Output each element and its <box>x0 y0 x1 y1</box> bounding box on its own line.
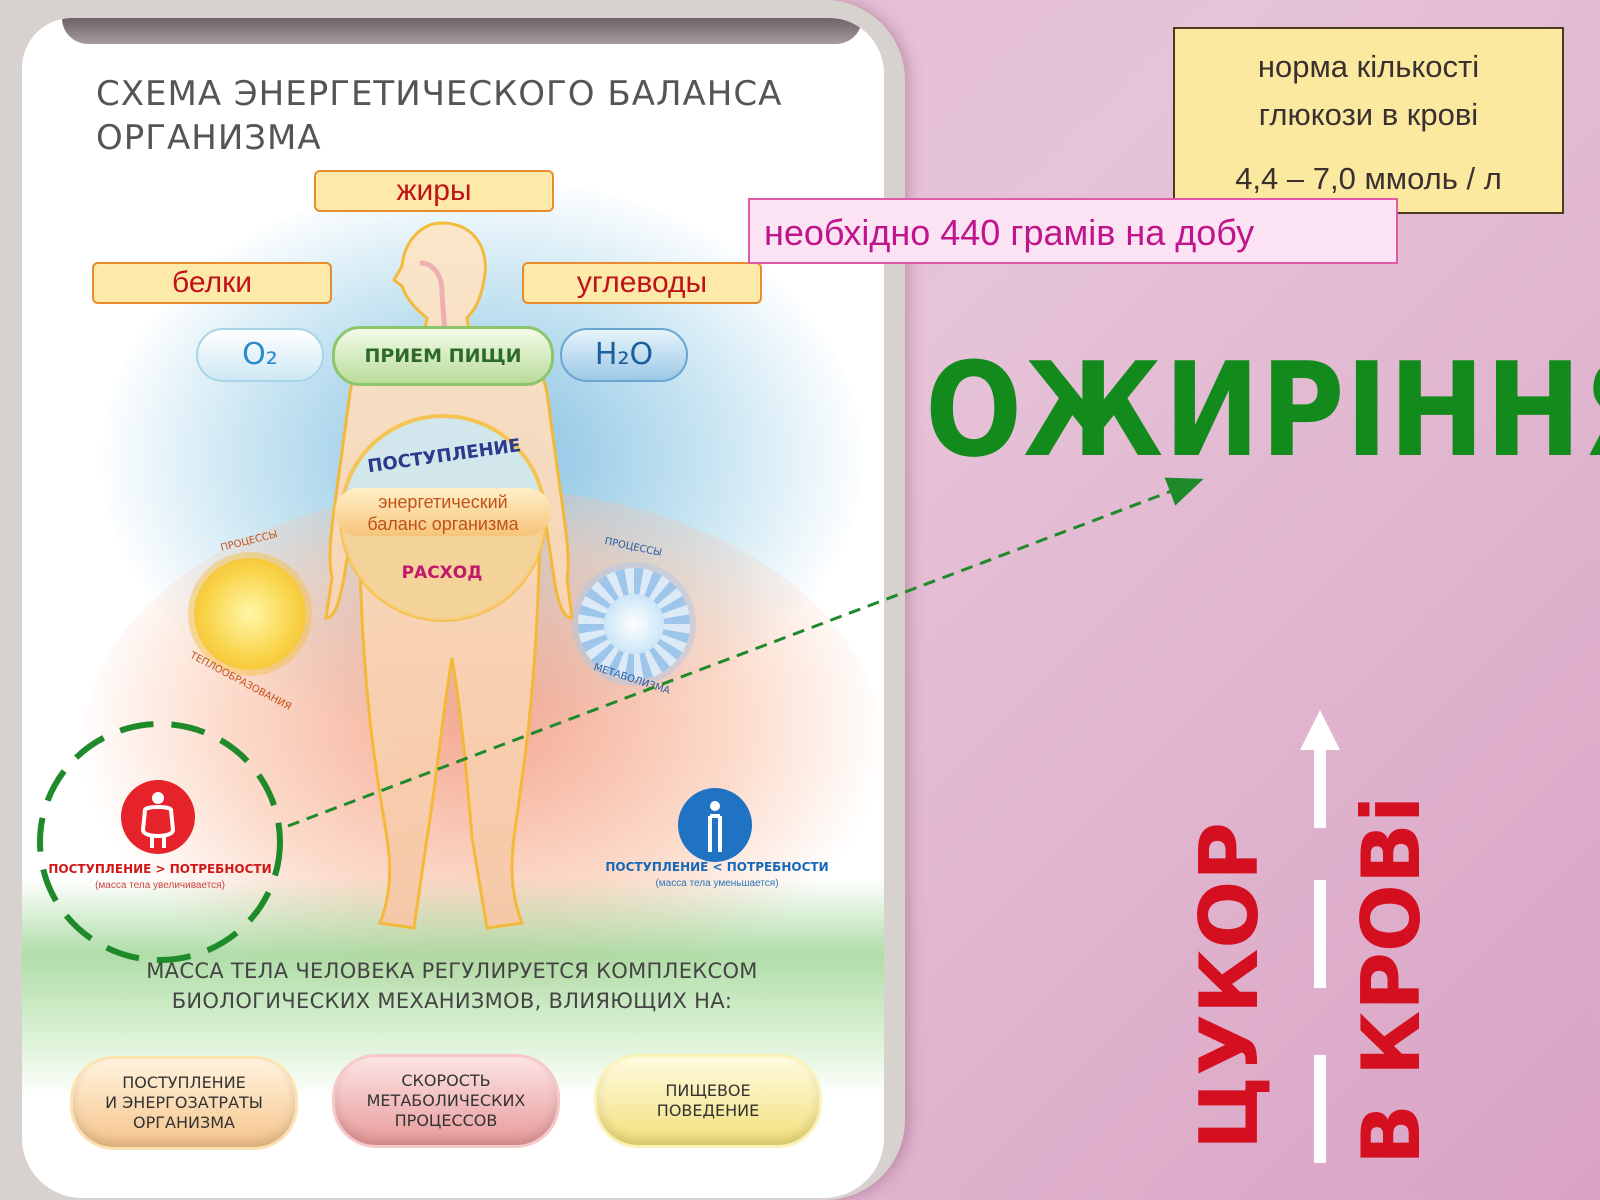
person-wide-icon <box>140 792 176 848</box>
mechanism-eating-behavior: ПИЩЕВОЕ ПОВЕДЕНИЕ <box>594 1054 822 1148</box>
sun-heat-icon <box>194 558 306 670</box>
energy-balance-badge: энергетический баланс организма <box>335 488 551 536</box>
energy-balance-line1: энергетический <box>378 492 508 512</box>
mechanism-metabolism-line1: СКОРОСТЬ <box>401 1071 491 1090</box>
glucose-norm-line2: глюкози в крові <box>1258 97 1479 132</box>
person-thin-icon <box>708 801 722 852</box>
mechanism-eating-line1: ПИЩЕВОЕ <box>665 1081 751 1100</box>
glucose-norm-range: 4,4 – 7,0 ммоль / л <box>1235 161 1502 196</box>
poster-title-line1: СХЕМА ЭНЕРГЕТИЧЕСКОГО БАЛАНСА <box>96 74 783 114</box>
mechanism-intake-line2: И ЭНЕРГОЗАТРАТЫ <box>105 1093 263 1112</box>
mechanism-intake: ПОСТУПЛЕНИЕ И ЭНЕРГОЗАТРАТЫ ОРГАНИЗМА <box>70 1056 298 1150</box>
metabolism-core-icon <box>604 594 664 654</box>
arrow-to-obesity <box>287 477 1204 828</box>
weight-gain-icon <box>121 780 195 854</box>
mechanism-intake-line3: ОРГАНИЗМА <box>133 1113 235 1132</box>
status-loss-label: ПОСТУПЛЕНИЕ < ПОТРЕБНОСТИ <box>605 860 829 874</box>
nutrient-proteins: белки <box>92 262 332 304</box>
weight-loss-icon <box>678 788 752 862</box>
expense-label: РАСХОД <box>401 563 483 583</box>
regulation-line1: МАССА ТЕЛА ЧЕЛОВЕКА РЕГУЛИРУЕТСЯ КОМПЛЕК… <box>146 959 758 983</box>
status-gain-sub-label: (масса тела увеличивается) <box>95 880 225 891</box>
up-arrow-icon <box>1300 710 1340 1163</box>
mechanism-eating-line2: ПОВЕДЕНИЕ <box>656 1101 760 1120</box>
poster-top-bar <box>62 18 862 44</box>
regulation-text: МАССА ТЕЛА ЧЕЛОВЕКА РЕГУЛИРУЕТСЯ КОМПЛЕК… <box>62 956 842 1016</box>
oxygen-badge: O₂ <box>196 328 324 382</box>
mechanism-intake-line1: ПОСТУПЛЕНИЕ <box>122 1073 246 1092</box>
food-intake-badge: ПРИЕМ ПИЩИ <box>332 326 554 386</box>
in-blood-vertical-label: В КРОВі <box>1345 795 1438 1165</box>
energy-balance-line2: баланс организма <box>367 514 519 534</box>
poster-title-line2: ОРГАНИЗМА <box>96 118 322 158</box>
mechanism-metabolism-line3: ПРОЦЕССОВ <box>394 1111 498 1130</box>
mechanism-metabolism-line2: МЕТАБОЛИЧЕСКИХ <box>366 1091 526 1110</box>
regulation-line2: БИОЛОГИЧЕСКИХ МЕХАНИЗМОВ, ВЛИЯЮЩИХ НА: <box>171 989 733 1013</box>
mechanism-metabolism: СКОРОСТЬ МЕТАБОЛИЧЕСКИХ ПРОЦЕССОВ <box>332 1054 560 1148</box>
obesity-heading: ОЖИРІННЯ <box>925 334 1600 486</box>
poster-content: СХЕМА ЭНЕРГЕТИЧЕСКОГО БАЛАНСА ОРГАНИЗМА … <box>22 18 884 1198</box>
daily-need-box: необхідно 440 грамів на добу <box>748 198 1398 264</box>
glucose-norm-line1: норма кількості <box>1257 49 1480 84</box>
human-body-figure <box>324 221 574 930</box>
sugar-vertical-label: ЦУКОР <box>1183 822 1276 1150</box>
glucose-norm-box: норма кількості глюкози в крові 4,4 – 7,… <box>1173 27 1564 214</box>
highlight-circle <box>37 721 283 963</box>
status-gain-label: ПОСТУПЛЕНИЕ > ПОТРЕБНОСТИ <box>48 862 272 876</box>
poster-panel: СХЕМА ЭНЕРГЕТИЧЕСКОГО БАЛАНСА ОРГАНИЗМА … <box>0 0 905 1200</box>
water-badge: H₂O <box>560 328 688 382</box>
poster-title: СХЕМА ЭНЕРГЕТИЧЕСКОГО БАЛАНСА ОРГАНИЗМА <box>96 72 782 160</box>
nutrient-fats: жиры <box>314 170 554 212</box>
nutrient-carbs: углеводы <box>522 262 762 304</box>
status-loss-sub-label: (масса тела уменьшается) <box>655 878 779 889</box>
